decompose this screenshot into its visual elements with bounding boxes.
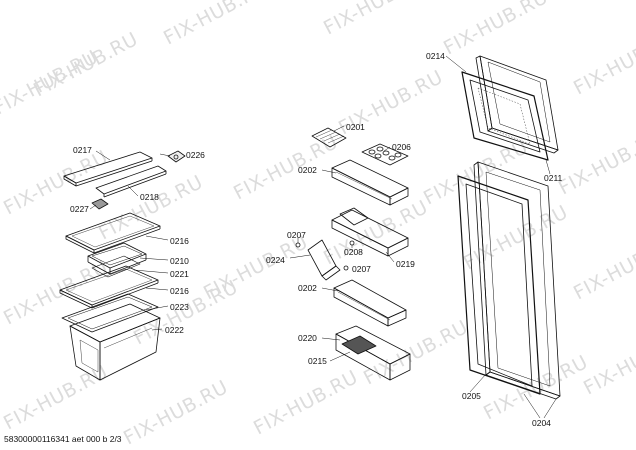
part-label: 0210: [170, 256, 189, 266]
part-label: 0206: [392, 142, 411, 152]
part-label: 0215: [308, 356, 327, 366]
part-label: 0222: [165, 325, 184, 335]
freezer-gasket-0211: [461, 71, 549, 161]
part-label: 0216: [170, 236, 189, 246]
door-shelf-0202-upper: [331, 159, 409, 206]
freezer-door-0214: [475, 55, 559, 154]
drawer-frame-0223: [61, 293, 159, 333]
part-label: 0211: [544, 173, 563, 183]
part-label: 0216: [170, 286, 189, 296]
part-label: 0218: [140, 192, 159, 202]
bottle-shelf-0215: [335, 325, 411, 381]
part-label: 0208: [344, 247, 363, 257]
part-label: 0204: [532, 418, 551, 428]
part-label: 0221: [170, 269, 189, 279]
shelf-trim-0218: [95, 165, 167, 198]
clip-0226: [167, 150, 186, 163]
drawing-reference: 58300000116341 aet 000 b 2/3: [4, 434, 122, 444]
part-label: 0205: [462, 391, 481, 401]
glass-shelf-0217: [63, 151, 153, 187]
crisper-cover-0221: [91, 255, 141, 278]
fridge-door-0204: [473, 161, 561, 400]
fridge-gasket-0205: [457, 175, 541, 395]
crisper-drawer-0222: [69, 303, 161, 381]
part-label: 0207: [287, 230, 306, 240]
glass-shelf-0216-lower: [59, 265, 159, 309]
part-label: 0223: [170, 302, 189, 312]
part-label: 0202: [298, 283, 317, 293]
clip-0227: [91, 198, 109, 210]
bottle-rack-0219: [331, 207, 409, 257]
ice-tray-0201: [311, 127, 347, 148]
part-label: 0224: [266, 255, 285, 265]
part-label: 0227: [70, 204, 89, 214]
leader-lines: [89, 55, 557, 419]
part-label: 0217: [73, 145, 92, 155]
screw-0207-upper: [295, 242, 301, 248]
part-label: 0202: [298, 165, 317, 175]
part-label: 0207: [352, 264, 371, 274]
part-label: 0214: [426, 51, 445, 61]
screw-0207-lower: [343, 265, 349, 271]
egg-tray-0206: [361, 143, 409, 166]
part-label: 0201: [346, 122, 365, 132]
door-shelf-0202-lower: [333, 279, 407, 327]
part-label: 0226: [186, 150, 205, 160]
crisper-frame-0210: [87, 242, 147, 275]
glass-shelf-0216-upper: [65, 212, 161, 254]
part-label: 0220: [298, 333, 317, 343]
screw-0208: [349, 240, 355, 246]
separator-0224: [307, 239, 341, 281]
part-label: 0219: [396, 259, 415, 269]
